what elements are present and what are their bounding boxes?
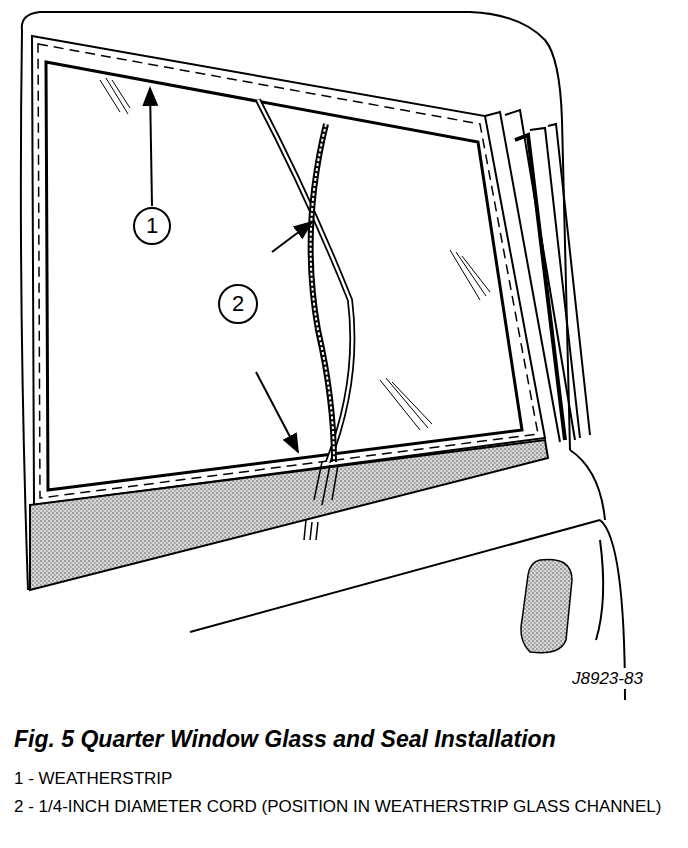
legend-item: 2 - 1/4-INCH DIAMETER CORD (POSITION IN … [14,796,664,817]
legend-item: 1 - WEATHERSTRIP [14,768,674,789]
callout-circle: 1 [133,207,171,245]
figure-caption: Fig. 5 Quarter Window Glass and Seal Ins… [14,726,684,753]
callout-number: 1 [146,215,158,237]
callout-number: 2 [232,293,244,315]
figure-id: J8923-83 [572,668,682,689]
callout-circle: 2 [218,284,258,324]
